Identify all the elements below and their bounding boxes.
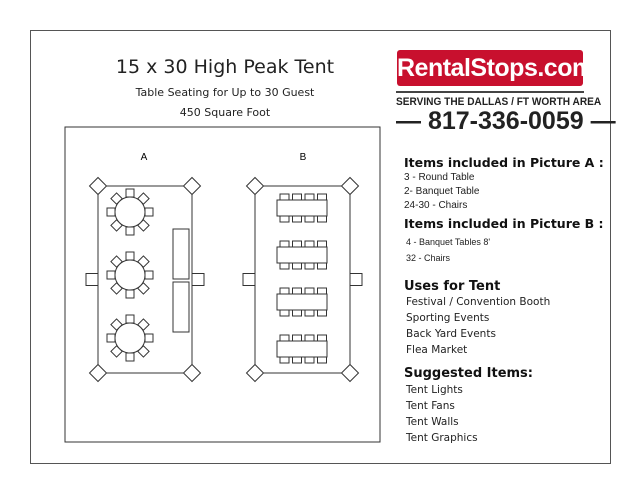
chair [125, 188, 135, 198]
picture-b-heading: Items included in Picture B : [404, 216, 604, 231]
area-text: 450 Square Foot [179, 106, 271, 119]
tent-pole [349, 273, 363, 286]
tagline: SERVING THE DALLAS / FT WORTH AREA [396, 96, 602, 108]
chair [144, 270, 154, 280]
list-item: Sporting Events [406, 312, 490, 324]
phone-text: 817-336-0059 [427, 107, 584, 135]
tent-pole [191, 273, 205, 286]
list-item: Tent Fans [406, 400, 455, 412]
tent-stake [88, 363, 108, 383]
picture-a-heading: Items included in Picture A : [404, 155, 604, 170]
chair [144, 333, 154, 343]
page-border [30, 30, 611, 464]
list-item: Tent Walls [406, 416, 459, 428]
list-item: 24-30 - Chairs [404, 200, 468, 211]
label-b: B [300, 152, 307, 163]
list-item: Tent Lights [406, 384, 463, 396]
list-item: Flea Market [406, 344, 468, 356]
banquet-table [172, 281, 190, 333]
chair [144, 207, 154, 217]
chair [125, 314, 135, 324]
banquet-table [276, 293, 328, 311]
subtitle: Table Seating for Up to 30 Guest [135, 86, 315, 99]
list-item: Festival / Convention Booth [406, 296, 551, 308]
chair [125, 289, 135, 299]
list-item: 32 - Chairs [406, 253, 451, 263]
tent-pole [85, 273, 99, 286]
round-table [114, 322, 146, 354]
round-table [114, 259, 146, 291]
banquet-table [276, 199, 328, 217]
tent-stake [340, 363, 360, 383]
divider [396, 91, 584, 93]
list-item: 2- Banquet Table [404, 186, 480, 197]
logo: RentalStops.com [397, 50, 594, 86]
tent-pole [242, 273, 256, 286]
list-item: Tent Graphics [406, 432, 478, 444]
tent-stake [88, 176, 108, 196]
list-item: 3 - Round Table [404, 172, 475, 183]
page-title: 15 x 30 High Peak Tent [115, 56, 335, 78]
tent-stake [182, 363, 202, 383]
label-a: A [141, 152, 148, 163]
chair [106, 270, 116, 280]
chair [125, 251, 135, 261]
tent-stake [245, 363, 265, 383]
chair [106, 333, 116, 343]
list-item: 4 - Banquet Tables 8' [406, 237, 491, 247]
tent-stake [340, 176, 360, 196]
tent-stake [245, 176, 265, 196]
round-table [114, 196, 146, 228]
chair [106, 207, 116, 217]
tent-stake [182, 176, 202, 196]
uses-heading: Uses for Tent [404, 279, 501, 294]
banquet-table [172, 228, 190, 280]
chair [125, 352, 135, 362]
banquet-table [276, 340, 328, 358]
banquet-table [276, 246, 328, 264]
suggested-heading: Suggested Items: [404, 366, 533, 381]
chair [125, 226, 135, 236]
list-item: Back Yard Events [406, 328, 496, 340]
